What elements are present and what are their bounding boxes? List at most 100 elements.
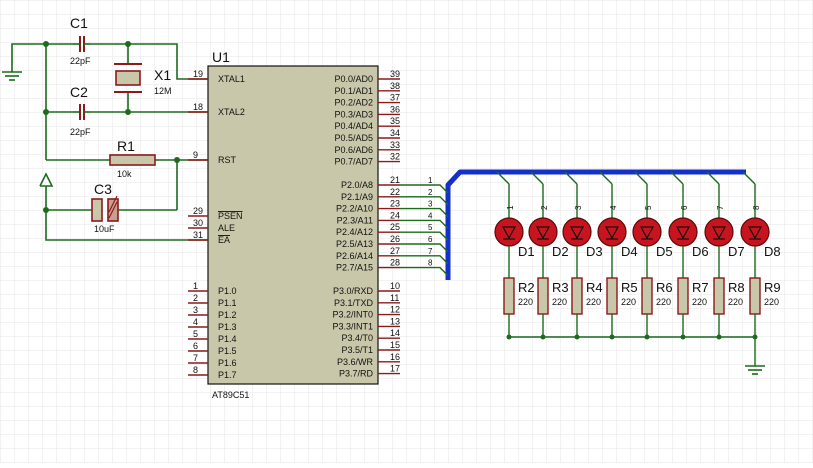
left-pin-number: 9 — [193, 150, 198, 160]
led-icon[interactable] — [494, 217, 524, 247]
resistor-body[interactable] — [503, 277, 515, 315]
led-net-label: 6 — [680, 205, 689, 210]
led-icon[interactable] — [668, 217, 698, 247]
resistor-body[interactable] — [641, 277, 653, 315]
right-pin-number: 33 — [390, 140, 400, 150]
resistor-body[interactable] — [677, 277, 689, 315]
right-pin-name: P0.7/AD7 — [334, 157, 373, 167]
left-pin-number: 18 — [193, 102, 203, 112]
right-pin-number: 27 — [390, 246, 400, 256]
resistor-value: 220 — [764, 297, 779, 307]
left-pin-number: 29 — [193, 206, 203, 216]
resistor-body[interactable] — [749, 277, 761, 315]
left-pin-name: PSEN — [218, 211, 243, 221]
r1-value: 10k — [117, 169, 132, 179]
left-pin-name: P1.3 — [218, 322, 237, 332]
capacitor-c2[interactable] — [73, 104, 90, 120]
led-bus-tap — [599, 171, 613, 185]
led-icon[interactable] — [632, 217, 662, 247]
bus-entry-wire — [400, 219, 449, 229]
diode-triangle — [604, 226, 620, 240]
ground-icon — [2, 71, 22, 81]
chip-body[interactable] — [207, 65, 379, 385]
led-label: D4 — [621, 244, 638, 259]
led-label: D6 — [692, 244, 709, 259]
resistor-ref: R3 — [552, 280, 569, 295]
right-pin-number: 26 — [390, 234, 400, 244]
left-pin-name: P1.7 — [218, 370, 237, 380]
right-pin-number: 34 — [390, 128, 400, 138]
junction-dots — [43, 41, 180, 213]
resistor-value: 220 — [621, 297, 636, 307]
resistor-ref: R7 — [692, 280, 709, 295]
left-pin-name: P1.2 — [218, 310, 237, 320]
right-pin-number: 39 — [390, 69, 400, 79]
left-pin-number: 31 — [193, 230, 203, 240]
right-pin-name: P2.2/A10 — [336, 204, 373, 214]
right-pin-number: 28 — [390, 258, 400, 268]
right-pin-number: 17 — [390, 364, 400, 374]
bus-entry-label: 4 — [428, 211, 433, 220]
right-pin-number: 15 — [390, 340, 400, 350]
left-pin-number: 4 — [193, 317, 198, 327]
left-pin-name: P1.1 — [218, 298, 237, 308]
right-pin-name: P3.7/RD — [339, 369, 374, 379]
left-pin-number: 19 — [193, 69, 203, 79]
led-icon[interactable] — [597, 217, 627, 247]
resistor-ref: R9 — [764, 280, 781, 295]
right-pin-name: P3.3/INT1 — [332, 321, 373, 331]
resistor-value: 220 — [518, 297, 533, 307]
right-pin-number: 12 — [390, 305, 400, 315]
left-pin-name: P1.5 — [218, 346, 237, 356]
led-icon[interactable] — [562, 217, 592, 247]
bus-entry-wire — [400, 243, 449, 253]
resistor-body[interactable] — [537, 277, 549, 315]
diode-triangle — [711, 226, 727, 240]
right-pin-number: 16 — [390, 352, 400, 362]
crystal-x1[interactable] — [114, 63, 142, 93]
right-pin-number: 23 — [390, 199, 400, 209]
capacitor-c3[interactable] — [91, 195, 119, 222]
right-pin-number: 38 — [390, 81, 400, 91]
led-icon[interactable] — [740, 217, 770, 247]
right-pin-name: P0.6/AD6 — [334, 145, 373, 155]
led-net-label: 2 — [540, 205, 549, 210]
left-pin-name: XTAL2 — [218, 107, 245, 117]
c1-ref: C1 — [70, 15, 88, 31]
bus-entry-wire — [400, 184, 449, 194]
chip-ref: U1 — [212, 49, 230, 65]
right-pin-number: 11 — [390, 293, 399, 303]
led-bus-tap — [706, 171, 720, 185]
bus-entry-label: 2 — [428, 188, 433, 197]
bus-entry-label: 6 — [428, 235, 433, 244]
left-pin-number: 2 — [193, 293, 198, 303]
led-net-label: 5 — [644, 205, 653, 210]
led-net-label: 8 — [752, 205, 761, 210]
wire-ground-c1 — [11, 43, 73, 72]
resistor-r1[interactable] — [109, 154, 156, 166]
right-pin-number: 10 — [390, 281, 400, 291]
right-pin-name: P3.0/RXD — [333, 286, 374, 296]
led-bus-tap — [742, 171, 756, 185]
left-pin-number: 30 — [193, 218, 203, 228]
resistor-body[interactable] — [713, 277, 725, 315]
led-label: D7 — [728, 244, 745, 259]
resistor-body[interactable] — [606, 277, 618, 315]
led-net-label: 7 — [716, 205, 725, 210]
led-net-label: 4 — [609, 205, 618, 210]
resistor-ref: R2 — [518, 280, 535, 295]
c3-value: 10uF — [94, 224, 115, 234]
led-net-label: 3 — [574, 205, 583, 210]
led-array: 1D1R22202D2R32203D3R42204D4R52205D5R6220… — [494, 171, 781, 366]
resistor-body[interactable] — [571, 277, 583, 315]
bus-entry-label: 8 — [428, 259, 433, 268]
capacitor-c1[interactable] — [73, 36, 90, 52]
right-pin-name: P0.4/AD4 — [334, 121, 373, 131]
bus-entry-label: 5 — [428, 223, 433, 232]
led-label: D2 — [552, 244, 569, 259]
led-icon[interactable] — [704, 217, 734, 247]
right-pin-name: P0.0/AD0 — [334, 74, 373, 84]
led-icon[interactable] — [528, 217, 558, 247]
